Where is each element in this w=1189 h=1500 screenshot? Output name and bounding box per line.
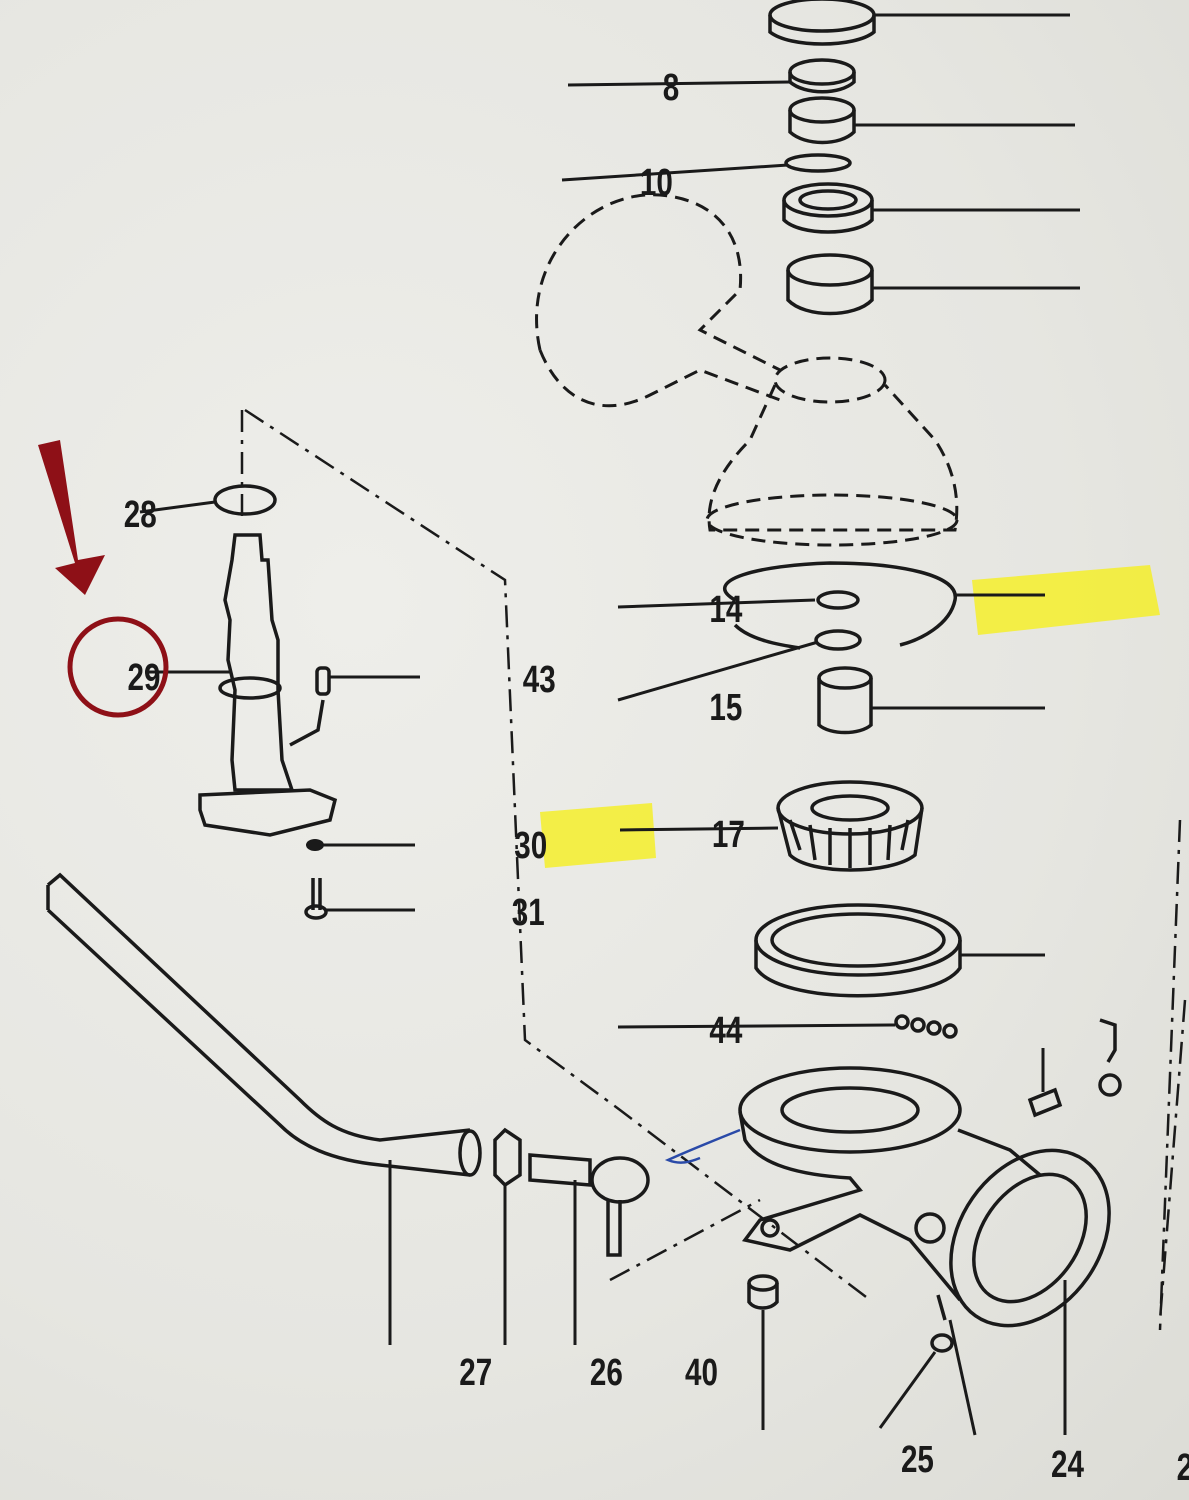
annotation-circle-29 bbox=[67, 616, 169, 718]
part-label-40: 40 bbox=[685, 1352, 718, 1394]
part-19-steering-housing bbox=[738, 1066, 1111, 1328]
part-20-grease-nipple bbox=[1027, 1087, 1063, 1118]
part-23-screw bbox=[936, 1294, 947, 1321]
part-label-31: 31 bbox=[512, 892, 545, 934]
part-label-23: 23 bbox=[1177, 1447, 1189, 1489]
part-label-29: 29 bbox=[127, 657, 160, 699]
part-label-10: 10 bbox=[640, 162, 673, 204]
part-44-balls bbox=[894, 1014, 958, 1039]
part-label-44: 44 bbox=[709, 1010, 742, 1052]
part-29-spindle bbox=[198, 533, 338, 837]
part-31-bolt bbox=[304, 878, 328, 920]
part-label-26: 26 bbox=[590, 1352, 623, 1394]
part-label-24: 24 bbox=[1051, 1444, 1084, 1486]
pen-mark bbox=[664, 1128, 741, 1164]
part-right-bolts bbox=[1098, 1018, 1122, 1097]
part-27-tie-rod bbox=[46, 872, 482, 1177]
part-15-washer bbox=[814, 629, 862, 651]
assembly-line-tierod bbox=[609, 1198, 761, 1282]
part-26-nut bbox=[493, 1127, 522, 1188]
leader-lines bbox=[139, 13, 1080, 1436]
part-18-45-ring bbox=[754, 903, 962, 998]
highlight-13 bbox=[972, 565, 1160, 635]
part-label-14: 14 bbox=[709, 589, 742, 631]
highlight-17 bbox=[540, 803, 656, 868]
part-10-o-ring bbox=[784, 153, 852, 173]
phantom-housing bbox=[535, 193, 959, 547]
part-16-bushing bbox=[817, 666, 873, 735]
annotation-arrow bbox=[38, 440, 105, 595]
part-43-pin bbox=[289, 666, 331, 747]
part-label-30: 30 bbox=[514, 825, 547, 867]
assembly-line-right bbox=[1158, 819, 1187, 1331]
part-17-bevel-gear bbox=[776, 780, 924, 872]
part-13-snap-ring bbox=[723, 561, 957, 650]
part-label-15: 15 bbox=[709, 687, 742, 729]
part-28-o-ring bbox=[213, 484, 277, 516]
part-8-washer bbox=[788, 58, 856, 94]
part-25-nut bbox=[747, 1274, 779, 1310]
part-label-43: 43 bbox=[523, 659, 556, 701]
part-12-bearing bbox=[786, 253, 874, 316]
part-label-17: 17 bbox=[712, 814, 745, 856]
part-9-bearing bbox=[788, 96, 856, 145]
part-40-ball-joint bbox=[528, 1153, 650, 1257]
part-label-25: 25 bbox=[901, 1439, 934, 1481]
part-24-nut bbox=[930, 1333, 954, 1353]
assembly-line-left bbox=[240, 408, 871, 1301]
part-label-27: 27 bbox=[459, 1352, 492, 1394]
part-7-cap bbox=[768, 0, 876, 46]
part-label-8: 8 bbox=[663, 67, 679, 109]
part-11-seal bbox=[782, 182, 874, 234]
part-label-28: 28 bbox=[124, 494, 157, 536]
part-30-washer bbox=[306, 839, 324, 851]
part-14-washer bbox=[816, 590, 860, 610]
